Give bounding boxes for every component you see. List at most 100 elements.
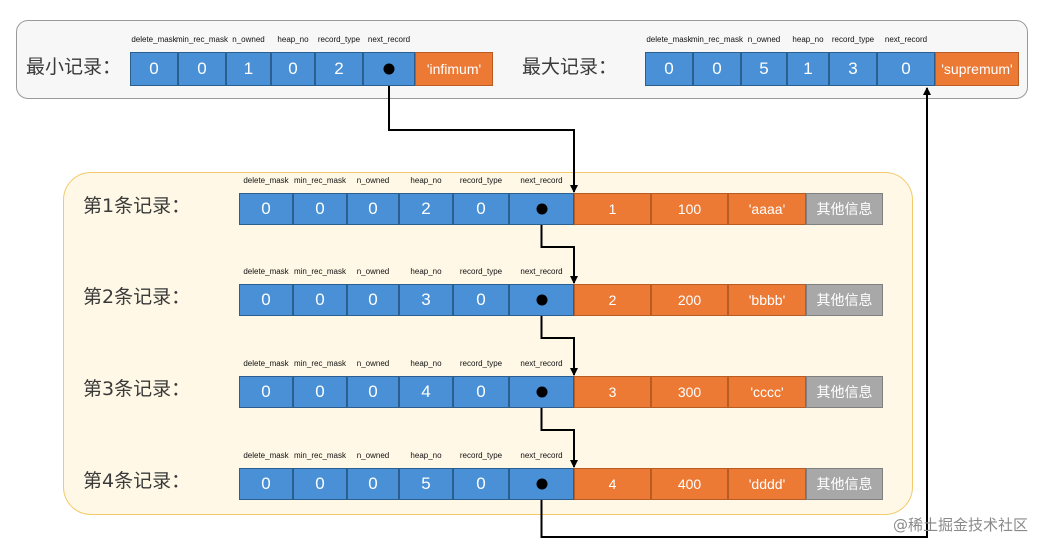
- infimum-field-heap_no: 0: [271, 52, 315, 86]
- record-1-data-col2: 100: [651, 193, 728, 225]
- record-2-header-record_type: record_type: [459, 267, 503, 276]
- infimum-field-record_type: 2: [315, 52, 363, 86]
- record-4-header-record_type: record_type: [459, 451, 503, 460]
- record-3-to-record-4-arrow: [540, 392, 578, 468]
- infimum-header-next_record: next_record: [367, 35, 411, 44]
- record-3-header-n_owned: n_owned: [356, 359, 390, 368]
- record-3-field-record_type: 0: [453, 376, 509, 408]
- record-1-header-min_rec_mask: min_rec_mask: [293, 176, 347, 185]
- supremum-field-heap_no: 1: [787, 52, 829, 86]
- infimum-header-record_type: record_type: [317, 35, 361, 44]
- record-1-field-record_type: 0: [453, 193, 509, 225]
- record-4-field-min_rec_mask: 0: [293, 468, 347, 500]
- supremum-header-record_type: record_type: [831, 35, 875, 44]
- record-4-data-col2: 400: [651, 468, 728, 500]
- infimum-header-heap_no: heap_no: [277, 35, 309, 44]
- record-1-field-delete_mask: 0: [239, 193, 293, 225]
- infimum-field-n_owned: 1: [226, 52, 271, 86]
- record-1-header-next_record: next_record: [520, 176, 563, 185]
- record-2-data-col2: 200: [651, 284, 728, 316]
- record-3-field-n_owned: 0: [347, 376, 399, 408]
- infimum-label: 最小记录：: [26, 56, 122, 78]
- record-2-header-n_owned: n_owned: [356, 267, 390, 276]
- infimum-infimum-data: 'infimum': [415, 52, 493, 86]
- record-4-field-heap_no: 5: [399, 468, 453, 500]
- infimum-header-min_rec_mask: min_rec_mask: [175, 35, 229, 44]
- record-4-data-col3: 'dddd': [728, 468, 806, 500]
- record-1-other-info: 其他信息: [806, 193, 883, 225]
- supremum-field-delete_mask: 0: [645, 52, 693, 86]
- record-1-header-delete_mask: delete_mask: [243, 176, 289, 185]
- record-3-field-min_rec_mask: 0: [293, 376, 347, 408]
- record-4-header-next_record: next_record: [520, 451, 563, 460]
- record-2-pointer-dot: [536, 294, 547, 306]
- record-3-data-col2: 300: [651, 376, 728, 408]
- record-3-pointer-dot: [536, 386, 547, 398]
- supremum-label: 最大记录：: [522, 56, 618, 78]
- record-4-other-info: 其他信息: [806, 468, 883, 500]
- record-4-header-min_rec_mask: min_rec_mask: [293, 451, 347, 460]
- record-4-pointer-dot: [536, 478, 547, 490]
- supremum-header-heap_no: heap_no: [792, 35, 824, 44]
- record-3-other-info: 其他信息: [806, 376, 883, 408]
- record-4-to-supremum-arrow: [540, 87, 931, 538]
- record-4-label: 第4条记录：: [83, 470, 191, 492]
- supremum-field-record_type: 3: [829, 52, 877, 86]
- record-2-to-record-3-arrow: [540, 300, 578, 376]
- infimum-field-min_rec_mask: 0: [178, 52, 226, 86]
- record-2-label: 第2条记录：: [83, 286, 191, 308]
- supremum-header-delete_mask: delete_mask: [646, 35, 692, 44]
- record-1-field-heap_no: 2: [399, 193, 453, 225]
- record-2-data-col1: 2: [574, 284, 651, 316]
- infimum-field-delete_mask: 0: [130, 52, 178, 86]
- record-1-data-col3: 'aaaa': [728, 193, 806, 225]
- record-2-data-col3: 'bbbb': [728, 284, 806, 316]
- record-2-field-min_rec_mask: 0: [293, 284, 347, 316]
- infimum-header-delete_mask: delete_mask: [131, 35, 177, 44]
- record-4-field-n_owned: 0: [347, 468, 399, 500]
- record-3-header-min_rec_mask: min_rec_mask: [293, 359, 347, 368]
- record-1-label: 第1条记录：: [83, 195, 191, 217]
- record-3-field-delete_mask: 0: [239, 376, 293, 408]
- supremum-field-next_record: 0: [877, 52, 935, 86]
- record-1-header-heap_no: heap_no: [410, 176, 442, 185]
- record-2-field-heap_no: 3: [399, 284, 453, 316]
- record-1-data-col1: 1: [574, 193, 651, 225]
- record-2-field-n_owned: 0: [347, 284, 399, 316]
- record-1-to-record-2-arrow: [540, 209, 578, 284]
- record-3-field-heap_no: 4: [399, 376, 453, 408]
- supremum-header-next_record: next_record: [884, 35, 928, 44]
- record-1-header-record_type: record_type: [459, 176, 503, 185]
- record-2-header-delete_mask: delete_mask: [243, 267, 289, 276]
- supremum-header-n_owned: n_owned: [747, 35, 781, 44]
- record-2-other-info: 其他信息: [806, 284, 883, 316]
- record-3-label: 第3条记录：: [83, 378, 191, 400]
- infimum-header-n_owned: n_owned: [232, 35, 265, 44]
- user-records-panel: [63, 172, 913, 515]
- supremum-field-min_rec_mask: 0: [693, 52, 741, 86]
- infimum-to-record-1-arrow: [388, 69, 578, 193]
- supremum-supremum-data: 'supremum': [935, 52, 1019, 86]
- record-2-header-heap_no: heap_no: [410, 267, 442, 276]
- record-1-field-min_rec_mask: 0: [293, 193, 347, 225]
- record-4-header-n_owned: n_owned: [356, 451, 390, 460]
- record-3-header-record_type: record_type: [459, 359, 503, 368]
- record-2-header-next_record: next_record: [520, 267, 563, 276]
- record-4-data-col1: 4: [574, 468, 651, 500]
- record-1-header-n_owned: n_owned: [356, 176, 390, 185]
- record-2-field-delete_mask: 0: [239, 284, 293, 316]
- supremum-field-n_owned: 5: [741, 52, 787, 86]
- record-3-header-delete_mask: delete_mask: [243, 359, 289, 368]
- record-3-data-col3: 'cccc': [728, 376, 806, 408]
- record-4-header-heap_no: heap_no: [410, 451, 442, 460]
- record-3-header-next_record: next_record: [520, 359, 563, 368]
- record-1-pointer-dot: [536, 203, 547, 215]
- infimum-pointer-dot: [383, 63, 395, 75]
- record-4-field-record_type: 0: [453, 468, 509, 500]
- record-4-header-delete_mask: delete_mask: [243, 451, 289, 460]
- supremum-header-min_rec_mask: min_rec_mask: [690, 35, 744, 44]
- watermark: @稀土掘金技术社区: [892, 516, 1028, 534]
- record-3-data-col1: 3: [574, 376, 651, 408]
- record-2-header-min_rec_mask: min_rec_mask: [293, 267, 347, 276]
